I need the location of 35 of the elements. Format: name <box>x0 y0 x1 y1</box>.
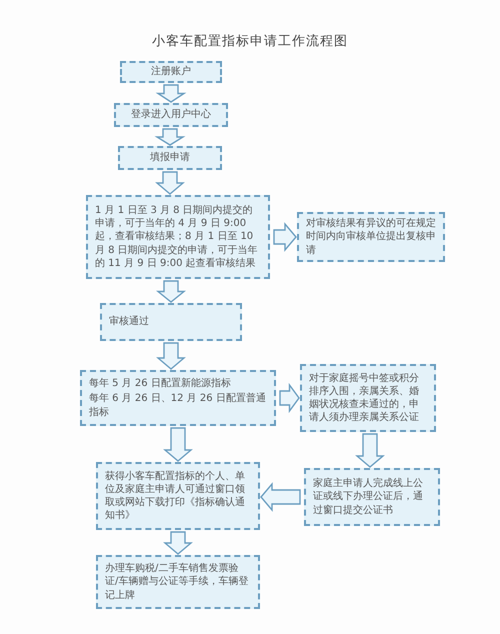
block-arrow <box>155 171 185 195</box>
block-arrow <box>156 84 186 103</box>
step-text: 每年 5 月 26 日配置新能源指标 <box>89 377 232 390</box>
block-arrow <box>156 280 186 303</box>
block-arrow <box>163 531 193 555</box>
block-arrow <box>279 382 300 414</box>
block-arrow <box>355 433 385 468</box>
step-text: 审核通过 <box>109 315 150 329</box>
step-text: 对于家庭摇号中签或积分排序入围，亲属关系、婚姻状况核查未通过的，申请人须办理亲属关系公证 <box>309 372 420 424</box>
step-text: 1 月 1 日至 3 月 8 日期间内提交的申请，可于当年的 4 月 9 日 9:00 起，查看审核结果；8 月 1 日至 10 月 8 日期间内提交的申请，可于当年的 11 月 9 日 9:00 起查看审核结果 <box>95 204 259 270</box>
process-box <box>80 370 276 426</box>
step-text: 填报申请 <box>150 151 190 165</box>
process-box <box>86 195 270 279</box>
process-box <box>120 61 222 83</box>
block-arrow <box>260 482 301 512</box>
step-text: 获得小客车配置指标的个人、单位及家庭主申请人可通过窗口领取或网站下载打印《指标确认通知书》 <box>105 470 246 522</box>
block-arrow <box>163 427 193 462</box>
step-text: 家庭主申请人完成线上公证或线下办理公证后，通过窗口提交公证书 <box>313 477 424 517</box>
process-box <box>96 462 260 530</box>
step-text: 办理车购税/二手车销售发票验证/车辆赠与公证等手续，车辆登记上牌 <box>105 562 250 602</box>
block-arrow <box>154 128 186 146</box>
step-text: 注册账户 <box>151 65 191 79</box>
step-text: 登录进入用户中心 <box>131 108 211 122</box>
block-arrow <box>156 342 186 370</box>
process-box <box>118 146 222 170</box>
block-arrow <box>273 222 297 252</box>
process-box <box>304 468 440 526</box>
step-text: 对审核结果有异议的可在规定时间内向审核单位提出复核申请 <box>306 217 436 257</box>
process-box <box>300 364 436 432</box>
process-box <box>100 303 242 341</box>
process-box <box>96 555 260 609</box>
diagram-title: 小客车配置指标申请工作流程图 <box>151 33 349 50</box>
step-text: 每年 6 月 26 日、12 月 26 日配置普通指标 <box>89 392 267 419</box>
process-box <box>114 103 228 127</box>
process-box <box>297 212 445 262</box>
